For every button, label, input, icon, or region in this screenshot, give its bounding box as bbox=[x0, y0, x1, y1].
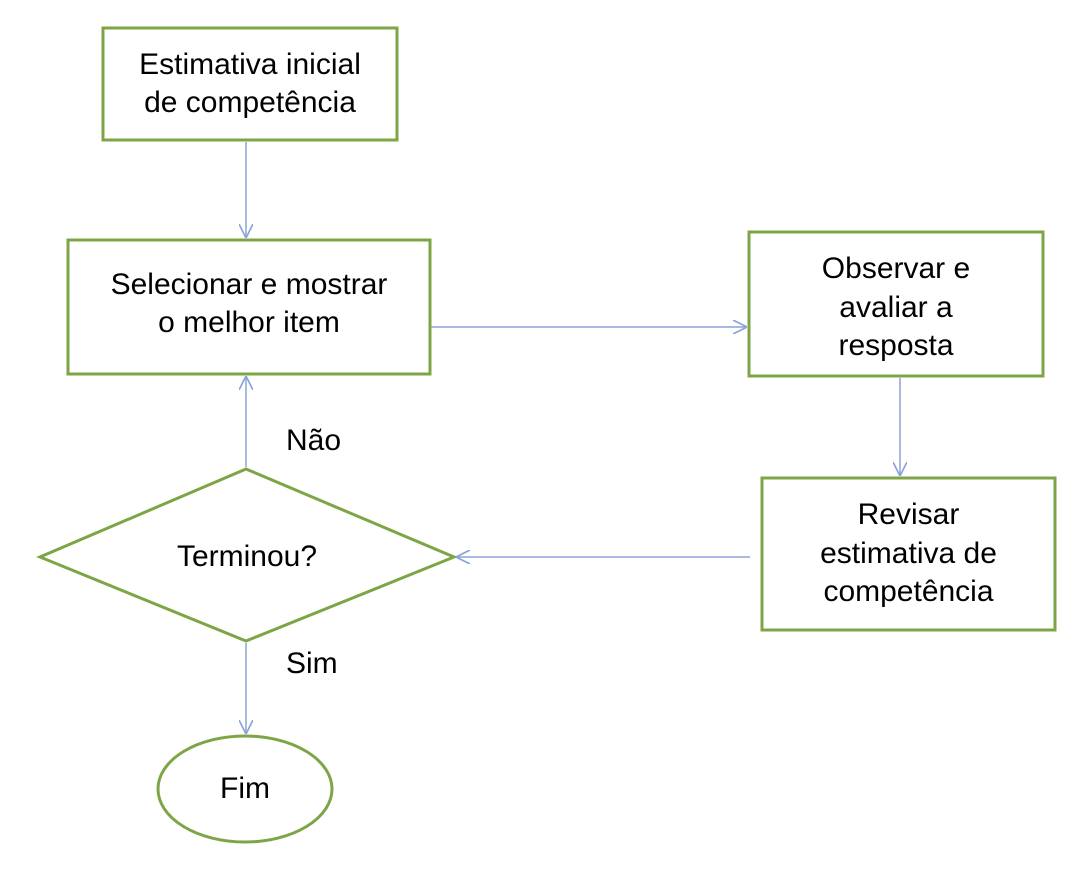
node-start-line-2: de competência bbox=[144, 86, 356, 119]
node-decision-label: Terminou? bbox=[176, 539, 318, 573]
node-end-label: Fim bbox=[220, 771, 270, 805]
node-revise-label: Revisar estimativa de competência bbox=[762, 478, 1055, 630]
edge-label-no: Não bbox=[286, 424, 342, 457]
node-observe-line-3: resposta bbox=[838, 329, 954, 363]
node-start-label: Estimativa inicial de competência bbox=[103, 28, 397, 140]
node-end-ellipse bbox=[156, 734, 334, 844]
node-start-line-1: Estimativa inicial bbox=[139, 47, 361, 81]
node-revise-line-2: estimativa de bbox=[820, 536, 997, 570]
node-select-line-1: Selecionar e mostrar bbox=[110, 267, 388, 301]
node-revise-line-1: Revisar bbox=[857, 498, 960, 532]
node-observe-label: Observar e avaliar a resposta bbox=[749, 232, 1043, 376]
node-revise-box bbox=[760, 476, 1057, 632]
node-start-box bbox=[101, 26, 399, 142]
node-decision-diamond bbox=[36, 467, 458, 643]
node-revise-line-3: competência bbox=[823, 575, 994, 609]
node-select-label: Selecionar e mostrar o melhor item bbox=[68, 240, 430, 374]
edge-label-yes: Sim bbox=[286, 647, 338, 680]
node-observe-box bbox=[747, 230, 1045, 378]
node-observe-line-2: avaliar a bbox=[839, 290, 953, 324]
node-observe-line-1: Observar e bbox=[821, 252, 971, 286]
node-select-box bbox=[66, 238, 432, 376]
node-select-line-2: o melhor item bbox=[158, 306, 340, 339]
